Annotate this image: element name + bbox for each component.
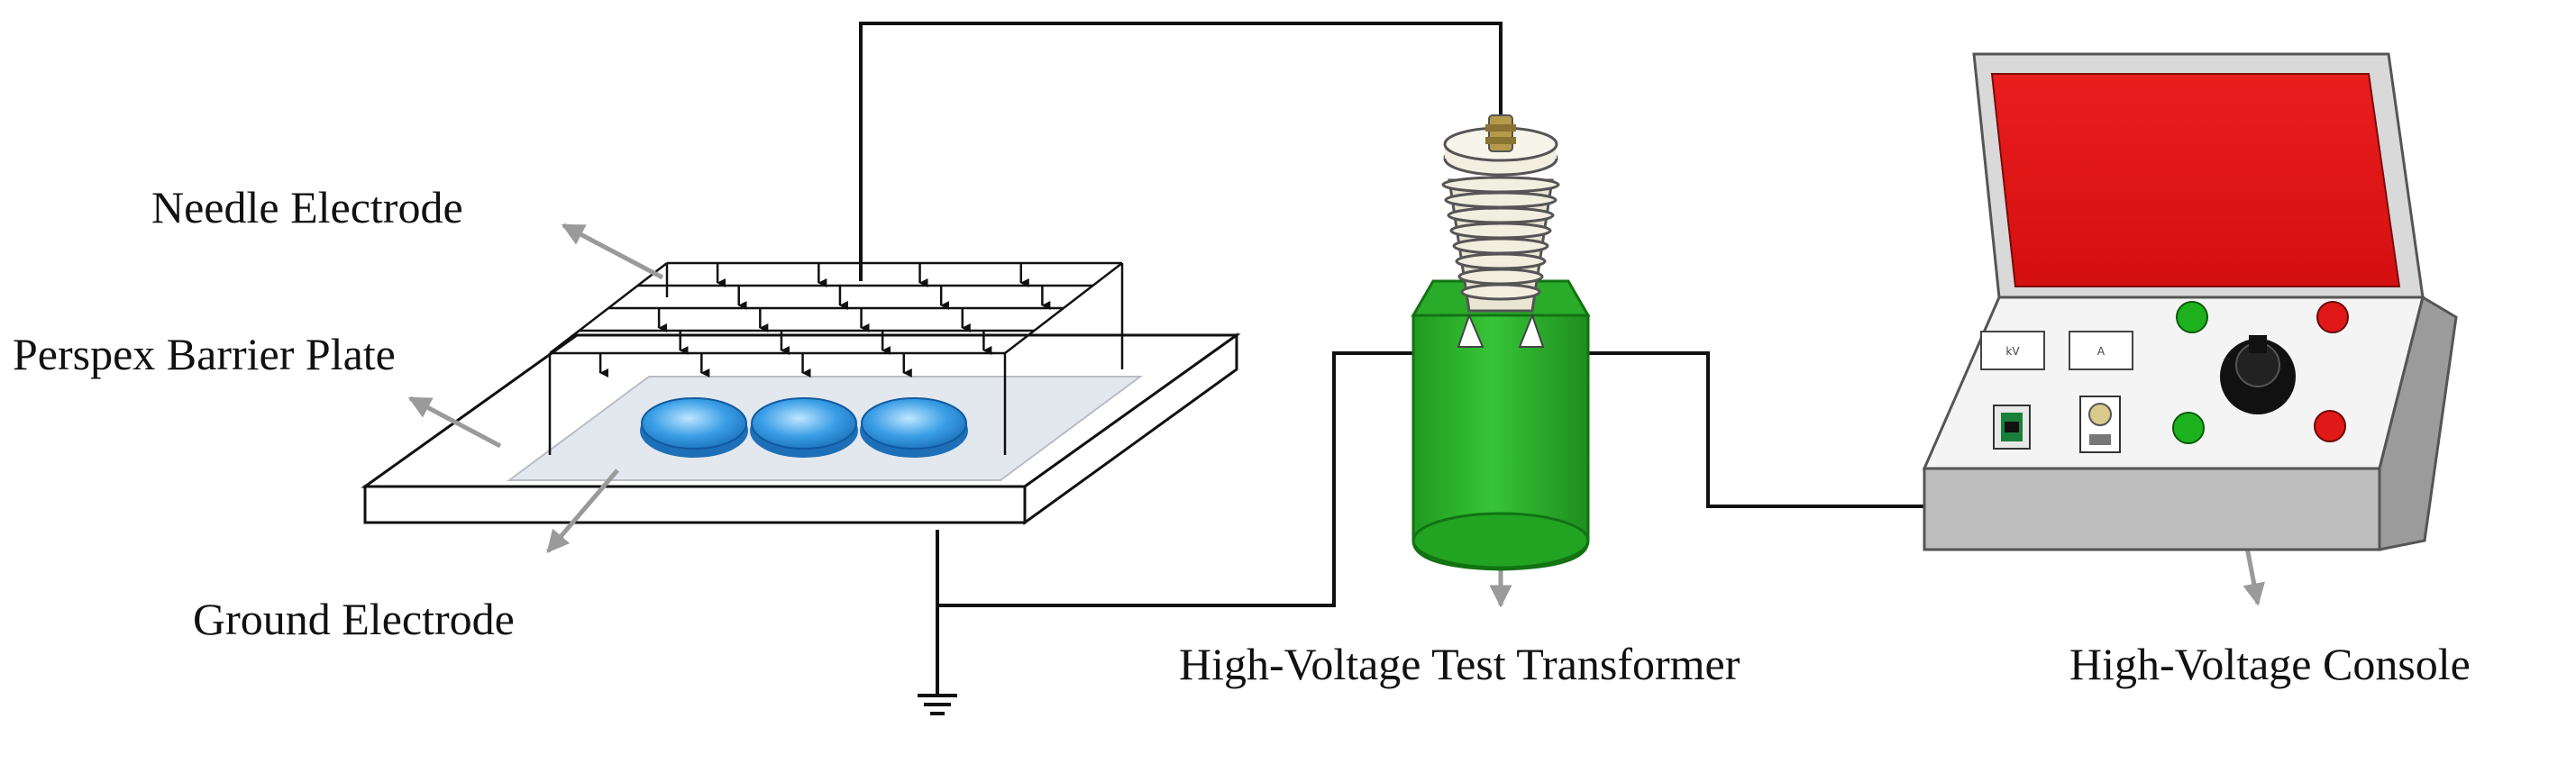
meter-a-text: A (2097, 345, 2106, 358)
dish-3 (860, 397, 968, 458)
bushing-ring (1460, 283, 1541, 301)
dish-2 (750, 397, 858, 458)
label-needle-electrode: Needle Electrode (151, 182, 463, 232)
start-button-green-bottom[interactable] (2172, 412, 2205, 444)
meter-kv-text: kV (2005, 345, 2020, 358)
fuse-icon (2079, 396, 2121, 453)
meter-kv: kV (1980, 331, 2045, 370)
console-front (1923, 467, 2381, 551)
start-button-green-top[interactable] (2176, 301, 2208, 333)
label-hv-test-transformer: High-Voltage Test Transformer (1179, 639, 1740, 689)
console-screen (1990, 73, 2401, 287)
bushing-ring (1447, 206, 1555, 224)
arrow-needle-electrode (561, 223, 664, 280)
needle-frame-side-left (549, 262, 668, 354)
bushing-ring (1449, 222, 1552, 240)
stop-button-red-bottom[interactable] (2314, 410, 2346, 442)
hv-test-transformer (1411, 114, 1591, 571)
bushing-ring (1441, 176, 1560, 194)
bushing-ring (1444, 191, 1557, 209)
hv-wire-top (859, 22, 1503, 281)
knob-icon[interactable] (2220, 335, 2296, 414)
arrow-ground-electrode (546, 468, 619, 553)
arrow-perspex-plate (407, 396, 502, 449)
sample-dishes (640, 397, 968, 458)
label-ground-electrode: Ground Electrode (193, 594, 515, 644)
label-hv-console: High-Voltage Console (2069, 639, 2471, 689)
meter-a: A (2069, 331, 2133, 370)
bushing-ring (1457, 268, 1544, 286)
needle-frame-side-right (1004, 262, 1123, 354)
bushing-ring (1452, 237, 1549, 255)
hv-console: kV A (1922, 52, 2458, 551)
bushing-rings (1441, 176, 1560, 301)
dish-1 (640, 397, 748, 458)
stop-button-red-top[interactable] (2316, 301, 2349, 333)
bushing-ring (1455, 252, 1547, 270)
needle-electrode-array (548, 261, 1124, 455)
switch-icon[interactable] (1993, 405, 2031, 450)
label-perspex-barrier-plate: Perspex Barrier Plate (13, 329, 396, 379)
console-wire (1568, 351, 1924, 508)
ground-symbol-icon (918, 694, 957, 715)
